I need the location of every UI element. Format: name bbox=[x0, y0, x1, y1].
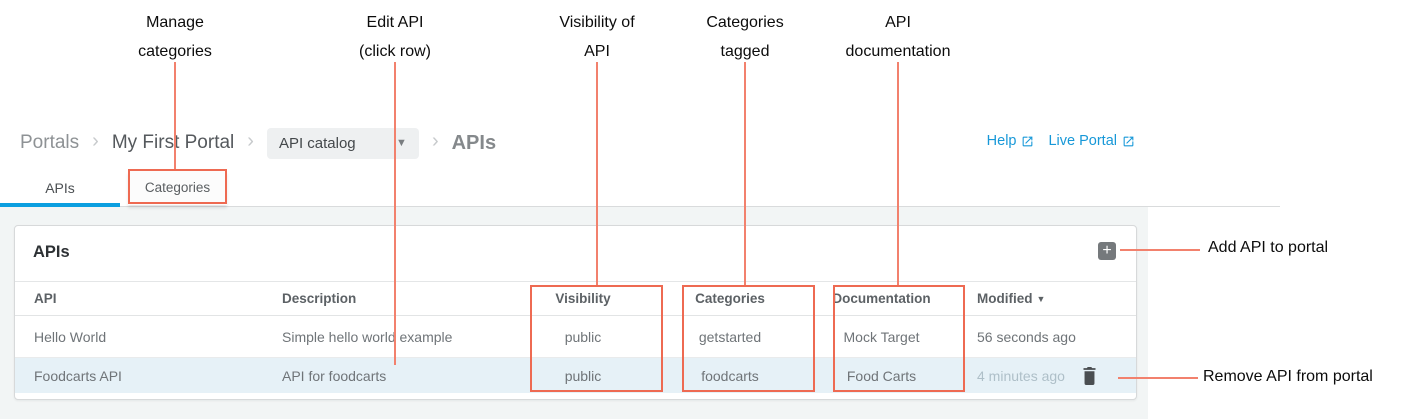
breadcrumb-current-page: APIs bbox=[451, 131, 497, 154]
table-row[interactable]: Foodcarts API API for foodcarts public f… bbox=[15, 358, 1136, 393]
callout-line bbox=[744, 62, 746, 285]
breadcrumb-portals-link[interactable]: Portals bbox=[20, 132, 80, 153]
cell-api: Foodcarts API bbox=[34, 367, 122, 384]
callout-box-visibility-column bbox=[530, 285, 663, 392]
breadcrumb: Portals › My First Portal › API catalog … bbox=[20, 126, 496, 160]
callout-visibility: Visibility of API bbox=[559, 14, 635, 60]
header-links: Help Live Portal bbox=[987, 133, 1135, 149]
column-header-categories[interactable]: Categories bbox=[695, 291, 765, 306]
external-link-icon bbox=[1122, 135, 1135, 148]
callout-box-categories-column bbox=[682, 285, 815, 392]
page-select-value: API catalog bbox=[278, 134, 356, 152]
trash-icon[interactable] bbox=[1081, 365, 1098, 386]
add-api-button[interactable]: + bbox=[1098, 242, 1116, 260]
column-header-visibility[interactable]: Visibility bbox=[555, 291, 611, 306]
chevron-right-icon: › bbox=[431, 130, 439, 152]
chevron-right-icon: › bbox=[247, 130, 254, 152]
callout-add-api: Add API to portal bbox=[1208, 239, 1329, 256]
breadcrumb-portal-name-link[interactable]: My First Portal bbox=[111, 132, 235, 153]
help-link[interactable]: Help bbox=[987, 133, 1035, 149]
caret-down-icon: ▼ bbox=[396, 137, 407, 149]
table-row[interactable]: Hello World Simple hello world example p… bbox=[15, 316, 1136, 358]
callout-api-documentation: API documentation bbox=[845, 14, 951, 60]
tabbar-divider bbox=[0, 206, 1280, 207]
callout-line bbox=[394, 62, 396, 365]
column-header-api[interactable]: API bbox=[34, 291, 57, 306]
page-select-dropdown[interactable]: API catalog ▼ bbox=[266, 127, 419, 159]
cell-visibility: public bbox=[564, 367, 602, 384]
callout-line bbox=[1120, 249, 1200, 251]
callout-line bbox=[596, 62, 598, 285]
callout-line bbox=[897, 62, 899, 285]
panel-title: APIs bbox=[33, 243, 70, 261]
panel-header: APIs + bbox=[15, 226, 1136, 282]
callout-line bbox=[1118, 377, 1198, 379]
column-header-modified[interactable]: Modified ▼ bbox=[977, 291, 1046, 306]
cell-visibility: public bbox=[564, 328, 602, 345]
live-portal-link[interactable]: Live Portal bbox=[1048, 133, 1135, 149]
callout-edit-api: Edit API (click row) bbox=[359, 14, 431, 60]
column-header-description[interactable]: Description bbox=[282, 291, 357, 306]
callout-categories-tagged: Categories tagged bbox=[706, 14, 784, 60]
cell-modified: 4 minutes ago bbox=[957, 365, 1136, 386]
apis-panel: APIs + API Description Visibility Catego… bbox=[14, 225, 1137, 400]
cell-categories: foodcarts bbox=[701, 367, 759, 384]
chevron-right-icon: › bbox=[92, 130, 99, 152]
cell-description: Simple hello world example bbox=[282, 328, 453, 345]
callout-remove-api: Remove API from portal bbox=[1203, 368, 1373, 385]
callout-manage-categories: Manage categories bbox=[138, 14, 212, 60]
help-link-label: Help bbox=[986, 133, 1017, 149]
tab-apis[interactable]: APIs bbox=[45, 180, 75, 196]
callout-line bbox=[174, 62, 176, 170]
tab-categories[interactable]: Categories bbox=[128, 171, 227, 205]
callout-box-documentation-column bbox=[833, 285, 965, 392]
sort-desc-icon: ▼ bbox=[1036, 293, 1046, 304]
callout-box-categories-tab bbox=[128, 169, 227, 204]
active-tab-indicator bbox=[0, 203, 120, 207]
live-portal-link-label: Live Portal bbox=[1048, 133, 1117, 149]
cell-api: Hello World bbox=[34, 328, 107, 345]
cell-description: API for foodcarts bbox=[282, 367, 387, 384]
cell-modified: 56 seconds ago bbox=[977, 328, 1076, 345]
external-link-icon bbox=[1021, 135, 1034, 148]
cell-categories: getstarted bbox=[698, 328, 762, 345]
cell-documentation: Food Carts bbox=[846, 367, 917, 384]
cell-documentation: Mock Target bbox=[843, 328, 920, 345]
table-header-row: API Description Visibility Categories Do… bbox=[15, 282, 1136, 316]
column-header-documentation[interactable]: Documentation bbox=[832, 291, 931, 306]
